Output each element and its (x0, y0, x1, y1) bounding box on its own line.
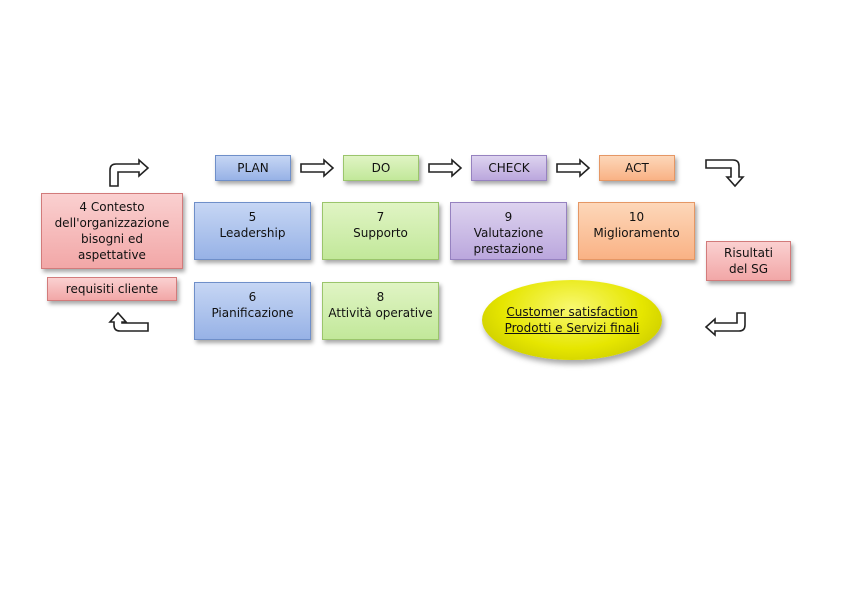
arrow-act-to-results (705, 159, 745, 188)
customer-ellipse: Customer satisfaction Prodotti e Servizi… (482, 280, 662, 360)
arrow-check-to-act (556, 158, 591, 178)
step-leadership-number: 5 (248, 210, 257, 224)
step-supporto: 7 Supporto (322, 202, 439, 260)
step-attivita-number: 8 (376, 290, 385, 304)
context-box: 4 Contesto dell'organizzazione bisogni e… (41, 193, 183, 269)
customer-line-2: Prodotti e Servizi finali (504, 321, 640, 335)
context-title: 4 Contesto dell'organizzazione bisogni e… (54, 200, 170, 262)
step-miglioramento-label: Miglioramento (593, 226, 680, 240)
step-miglioramento: 10 Miglioramento (578, 202, 695, 260)
customer-line-1: Customer satisfaction (506, 305, 638, 319)
step-pianificazione-label: Pianificazione (211, 306, 294, 320)
act-header: ACT (599, 155, 675, 181)
step-attivita-label: Attività operative (328, 306, 433, 320)
check-header: CHECK (471, 155, 547, 181)
do-header: DO (343, 155, 419, 181)
results-label: Risultati del SG (724, 246, 773, 276)
plan-header-label: PLAN (237, 161, 269, 175)
arrow-results-to-customer (704, 312, 746, 337)
step-supporto-label: Supporto (353, 226, 408, 240)
check-header-label: CHECK (488, 161, 530, 175)
step-leadership: 5 Leadership (194, 202, 311, 260)
step-pianificazione: 6 Pianificazione (194, 282, 311, 340)
step-valutazione-number: 9 (504, 210, 513, 224)
step-leadership-label: Leadership (219, 226, 286, 240)
do-header-label: DO (371, 161, 391, 175)
step-supporto-number: 7 (376, 210, 385, 224)
step-valutazione: 9 Valutazione prestazione (450, 202, 567, 260)
requirements-label: requisiti cliente (65, 282, 159, 296)
arrow-plan-to-do (300, 158, 335, 178)
arrow-do-to-check (428, 158, 463, 178)
step-pianificazione-number: 6 (248, 290, 257, 304)
requirements-box: requisiti cliente (47, 277, 177, 301)
step-valutazione-label: Valutazione prestazione (473, 226, 544, 256)
step-attivita: 8 Attività operative (322, 282, 439, 340)
arrow-context-to-plan (109, 158, 150, 187)
arrow-customer-to-context (108, 311, 149, 332)
results-box: Risultati del SG (706, 241, 791, 281)
plan-header: PLAN (215, 155, 291, 181)
act-header-label: ACT (625, 161, 649, 175)
step-miglioramento-number: 10 (628, 210, 645, 224)
